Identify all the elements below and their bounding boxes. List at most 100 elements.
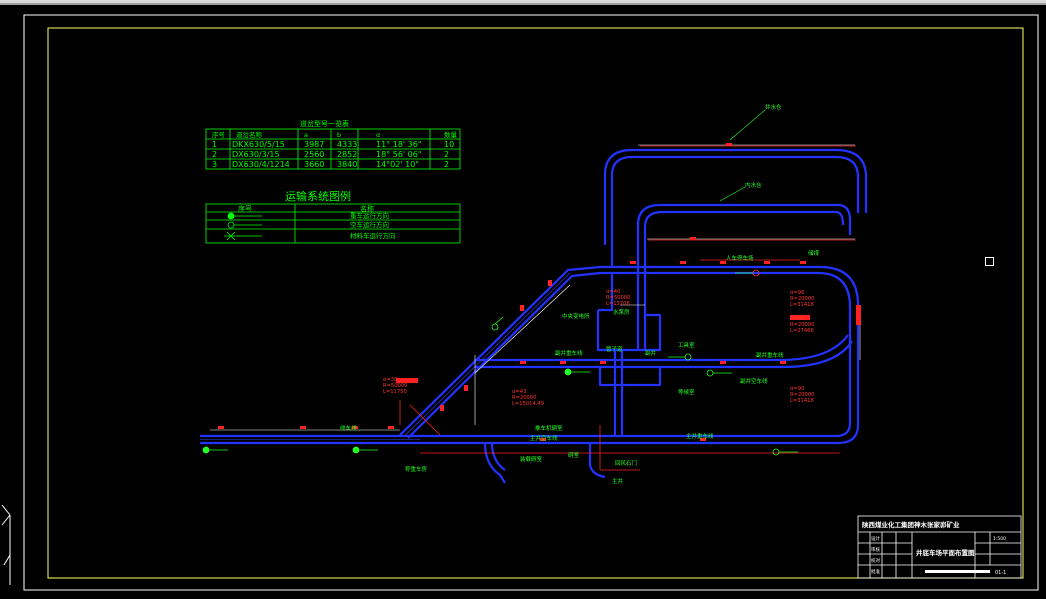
outer-frame [23,14,1039,591]
svg-text:储煤: 储煤 [808,249,820,257]
svg-text:L=11750: L=11750 [383,389,407,395]
red-marks [218,143,861,441]
table-cell: 14°02' 10" [376,160,419,169]
svg-text:工具室: 工具室 [678,341,695,349]
svg-text:水泵房: 水泵房 [613,308,630,316]
legend-header-no: 序号 [238,204,252,213]
legend-header-name: 名称 [360,204,374,213]
table-cell: 3 [212,160,217,169]
dimension-lines [210,144,861,431]
switch-table-title: 道岔型号一览表 [300,119,349,128]
legend-row-1: 重车运行方向 [350,211,389,220]
svg-text:主井空车线: 主井空车线 [530,434,558,442]
svg-text:R=20000: R=20000 [790,392,814,398]
svg-text:L=27468: L=27468 [790,328,814,334]
title-block-bar [925,570,990,573]
filled-circle-icon [564,368,572,376]
svg-text:主井重车线: 主井重车线 [686,432,714,440]
curve-params: α=40 R=50000 L=13708 α=70 R=20000 L=2746… [383,289,814,407]
svg-text:α=40: α=40 [606,289,620,295]
table-cell: 2852 [337,150,357,159]
title-block [857,515,1022,579]
svg-text:R=20000: R=20000 [790,322,814,328]
svg-text:称重车房: 称重车房 [405,465,428,473]
title-block-field-4: 批准 [871,568,880,575]
filled-circle-icon [227,212,235,220]
svg-text:推车机硐室: 推车机硐室 [535,424,563,432]
selection-grip[interactable] [985,257,994,266]
table-header-cell: b [337,131,341,139]
legend-title: 运输系统图例 [285,189,351,203]
table-cell: 2 [444,150,449,159]
svg-text:α=70: α=70 [790,316,804,322]
svg-text:R=20000: R=20000 [512,395,536,401]
inner-frame [47,27,1024,579]
table-header-cell: α [376,131,380,139]
legend-symbols [224,212,262,241]
table-cell: 1 [212,140,217,149]
svg-text:α=30: α=30 [383,377,397,383]
table-cell: DX630/3/15 [232,150,280,159]
legend-row-3: 材料车运行方向 [350,231,396,240]
svg-text:等候室: 等候室 [678,388,695,396]
title-block-scale: 1:500 [993,536,1006,542]
table-cell: 3987 [304,140,324,149]
table-cell: DKX630/5/15 [232,140,285,149]
table-header-cell: a [304,131,308,139]
table-cell: 2560 [304,150,324,159]
svg-text:副井重车线: 副井重车线 [756,351,784,359]
horizontal-scrollbar[interactable] [0,3,1046,5]
switch-table [205,128,461,170]
legend-row-2: 空车运行方向 [350,220,389,229]
table-cell: 18° 56' 06" [376,150,422,159]
table-header-cell: 数量 [444,130,458,139]
table-cell: 2 [444,160,449,169]
direction-markers [202,269,798,456]
red-dimensions [399,145,856,471]
title-block-drawing: 井底车场平面布置图 [916,548,975,557]
table-cell: 2 [212,150,217,159]
title-block-sheet: 01-1 [995,570,1006,576]
table-cell: 10 [444,140,454,149]
svg-text:副井: 副井 [645,349,657,357]
window-top-bar [0,0,1046,5]
svg-text:L=31418: L=31418 [790,398,814,404]
svg-text:人车停车场: 人车停车场 [726,254,754,262]
svg-text:副井重车线: 副井重车线 [555,349,583,357]
table-cell: 11° 18' 36" [376,140,422,149]
svg-text:R=50000: R=50000 [383,383,407,389]
svg-text:L=31418: L=31418 [790,302,814,308]
table-header-cell: 序号 [212,130,226,139]
svg-text:R=50000: R=50000 [606,295,630,301]
hollow-circle-icon [706,369,714,377]
filled-circle-icon [202,446,210,454]
svg-text:主井: 主井 [612,477,624,485]
table-header-cell: 道岔名称 [236,130,263,139]
svg-text:R=20000: R=20000 [790,296,814,302]
svg-text:L=15014.49: L=15014.49 [512,401,544,407]
svg-text:硐室: 硐室 [568,451,580,459]
svg-text:井水仓: 井水仓 [765,103,782,111]
svg-text:中央变电所: 中央变电所 [562,312,590,320]
ucs-icon [1,505,11,585]
svg-text:α=96: α=96 [790,290,804,296]
hollow-circle-icon [491,323,499,331]
svg-text:内水仓: 内水仓 [745,181,762,189]
svg-text:回风石门: 回风石门 [615,459,637,467]
svg-text:装载硐室: 装载硐室 [520,455,543,463]
svg-text:α=43: α=43 [512,389,526,395]
title-block-company: 陕西煤业化工集团神木张家峁矿业 [862,520,960,529]
hollow-circle-icon [772,448,780,456]
svg-text:L=13708: L=13708 [606,301,630,307]
svg-text:绕车线: 绕车线 [340,424,357,432]
table-cell: DX630/4/1214 [232,160,290,169]
title-block-field-3: 校对 [871,557,880,564]
area-labels: 井水仓 内水仓 人车停车场 储煤 水泵房 中央变电所 管子道 副井 工具室 副井… [340,103,820,485]
table-cell: 3660 [304,160,324,169]
svg-text:管子道: 管子道 [606,345,623,353]
hollow-circle-icon [227,221,235,229]
table-cell: 3840 [337,160,357,169]
filled-circle-icon [352,446,360,454]
